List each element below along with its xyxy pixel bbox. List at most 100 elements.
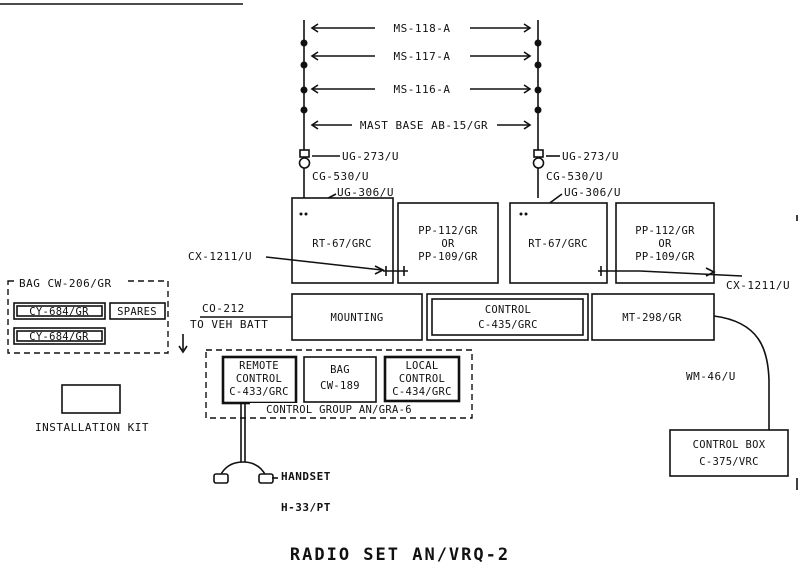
handset-icon: [219, 461, 267, 477]
bag-group-title: BAG CW-206/GR: [19, 277, 112, 290]
local-line1: LOCAL: [405, 360, 438, 372]
pp-left-box: [397, 202, 499, 284]
local-line2: CONTROL: [399, 373, 445, 385]
handset-model-label: H-33/PT: [281, 501, 331, 514]
terminal-dot: [299, 212, 303, 216]
rt-67-right-label: RT-67/GRC: [528, 238, 588, 250]
co-212-label: CO-212: [202, 302, 245, 315]
control-box-box: [669, 429, 789, 477]
ug-273-adapter-icon: [299, 149, 310, 158]
wm-46-cable: [713, 315, 770, 430]
bag-cw-206-group: BAG CW-206/GR CY-684/GR SPARES CY-684/GR: [7, 276, 188, 354]
mast-joint: [534, 39, 542, 47]
cx-1211-right-cable: CX-1211/U: [598, 266, 790, 292]
control-group-title: CONTROL GROUP AN/GRA-6: [266, 404, 412, 416]
cy-684-inner-2: [16, 330, 103, 342]
control-line1: CONTROL: [485, 304, 531, 316]
control-inner-box: [431, 298, 584, 336]
leader-line: [265, 256, 383, 271]
pointer-arrowhead: [178, 345, 188, 354]
pp-left-line3: PP-109/GR: [418, 251, 478, 263]
adapter-coupling-icon: [532, 157, 545, 169]
arrowhead: [310, 120, 319, 130]
ug-273-adapter-icon: [533, 149, 544, 158]
local-control-box: [383, 355, 461, 403]
mast-section-2-label: MS-117-A: [394, 50, 451, 63]
control-box-line2: C-375/VRC: [699, 456, 759, 468]
pp-right-line3: PP-109/GR: [635, 251, 695, 263]
right-connector-label: UG-306/U: [564, 186, 621, 199]
cy-684-inner-1: [16, 305, 103, 317]
cy-684-label-1: CY-684/GR: [29, 306, 89, 318]
terminal-dot: [524, 212, 528, 216]
label-backdrop: [250, 403, 430, 415]
spares-label: SPARES: [117, 306, 157, 318]
cx-left-label: CX-1211/U: [188, 250, 252, 263]
mast-joint: [300, 106, 308, 114]
rt-67-right-box: [509, 202, 608, 284]
spares-box: [109, 302, 166, 320]
bag-cw-189-line1: BAG: [330, 364, 350, 376]
installation-kit-box: [61, 384, 121, 414]
label-backdrop: [16, 276, 126, 290]
adapter-coupling-icon: [298, 157, 311, 169]
mast-joint: [300, 61, 308, 69]
diagram-title: RADIO SET AN/VRQ-2: [290, 545, 510, 565]
mast-section-1-label: MS-118-A: [394, 22, 451, 35]
left-adapter-label: UG-273/U: [342, 150, 399, 163]
pp-left-line2: OR: [441, 238, 455, 250]
remote-line3: C-433/GRC: [229, 386, 289, 398]
mt-298-box: [591, 293, 715, 341]
pp-right-box: [615, 202, 715, 284]
label-backdrop: [375, 81, 470, 97]
handset-group: HANDSET H-33/PT: [213, 403, 331, 514]
leader-line: [639, 270, 743, 277]
control-group-dashed-border: [205, 349, 473, 419]
left-cable-label: CG-530/U: [312, 170, 369, 183]
antenna-group: MS-118-A MS-117-A MS-116-A MAST BASE AB-…: [300, 20, 542, 150]
control-box-line1: CONTROL BOX: [693, 439, 766, 451]
terminal-dot: [519, 212, 523, 216]
wm-46-label: WM-46/U: [686, 370, 736, 383]
mounting-label: MOUNTING: [331, 312, 384, 324]
handset-earpiece-icon: [213, 473, 229, 484]
installation-kit-label: INSTALLATION KIT: [35, 421, 149, 434]
arrowhead: [310, 23, 319, 33]
mast-joint: [534, 86, 542, 94]
arrowhead: [374, 265, 385, 275]
arrowhead: [523, 84, 532, 94]
handset-mouthpiece-icon: [258, 473, 274, 484]
mast-joint: [534, 106, 542, 114]
cx-1211-left-cable: CX-1211/U: [188, 250, 408, 276]
mt-298-label: MT-298/GR: [622, 312, 682, 324]
pp-right-line2: OR: [658, 238, 672, 250]
label-backdrop: [375, 20, 470, 36]
mast-section-3-label: MS-116-A: [394, 83, 451, 96]
bag-cw-189-line2: CW-189: [320, 380, 360, 392]
handset-label: HANDSET: [281, 470, 331, 483]
arrowhead: [523, 51, 532, 61]
cx-right-label: CX-1211/U: [726, 279, 790, 292]
label-backdrop: [375, 48, 470, 64]
pp-right-line1: PP-112/GR: [635, 225, 695, 237]
mast-joint: [300, 39, 308, 47]
control-line2: C-435/GRC: [478, 319, 538, 331]
bag-cw-189-box: [303, 356, 377, 403]
co-veh-batt-label: TO VEH BATT: [190, 318, 268, 331]
arrowhead: [705, 267, 716, 277]
arrowhead: [310, 84, 319, 94]
mounting-box: [291, 293, 423, 341]
right-adapter-label: UG-273/U: [562, 150, 619, 163]
cy-684-label-2: CY-684/GR: [29, 331, 89, 343]
right-cable-label: CG-530/U: [546, 170, 603, 183]
left-connector-label: UG-306/U: [337, 186, 394, 199]
mast-base-label: MAST BASE AB-15/GR: [360, 119, 488, 132]
remote-line2: CONTROL: [236, 373, 282, 385]
control-group-gra-6: REMOTE CONTROL C-433/GRC BAG CW-189 LOCA…: [205, 349, 473, 419]
terminal-dot: [304, 212, 308, 216]
mast-joint: [534, 61, 542, 69]
remote-line1: REMOTE: [239, 360, 279, 372]
label-backdrop: [352, 117, 497, 133]
